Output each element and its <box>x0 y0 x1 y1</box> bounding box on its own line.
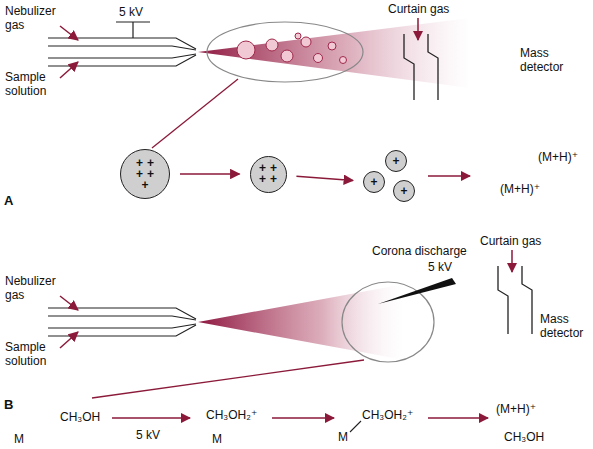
process-arrow <box>112 417 190 419</box>
annotation-label: (M+H)⁺ <box>500 182 540 196</box>
leader-line <box>92 360 364 398</box>
art-part <box>328 42 336 50</box>
art-part <box>301 37 311 47</box>
annotation-label: Sample solution <box>5 340 65 368</box>
art-part <box>281 50 293 62</box>
charged-droplet: + <box>393 180 415 202</box>
charged-droplet: + <box>385 150 407 172</box>
process-arrow <box>272 417 334 419</box>
annotation-label: Mass detector <box>540 312 592 340</box>
voltage-lead <box>116 22 150 38</box>
art-part <box>48 316 196 320</box>
charged-droplet: ++++ <box>250 156 287 193</box>
charge-sign: + <box>145 169 156 180</box>
art-part <box>48 55 196 66</box>
process-arrow <box>180 173 240 175</box>
charged-droplet: +++++ <box>120 149 170 199</box>
curtain-plate <box>404 34 438 100</box>
process-arrow <box>296 176 353 180</box>
annotation-label: B <box>4 398 13 412</box>
ionization-region <box>342 282 434 362</box>
art-part <box>48 325 196 336</box>
charge-sign: + <box>134 169 145 180</box>
charge-group: + <box>397 186 411 197</box>
annotation-label: Nebulizer gas <box>5 274 67 302</box>
charge-sign: + <box>145 158 156 169</box>
annotation-label: CH₃OH₂⁺ <box>206 408 257 422</box>
charge-group: + <box>367 177 381 188</box>
annotation-label: (M+H)⁺ <box>496 402 536 416</box>
charge-group: +++++ <box>129 158 161 191</box>
curtain-arrow <box>511 250 513 272</box>
annotation-label: CH₃OH <box>60 410 100 424</box>
annotation-label: Curtain gas <box>480 234 541 248</box>
annotation-label: Sample solution <box>5 70 65 98</box>
charge-sign: + <box>390 156 401 167</box>
charge-group: ++++ <box>256 163 280 185</box>
art-part <box>404 34 414 100</box>
annotation-label: CH₃OH <box>504 430 544 444</box>
charge-sign: + <box>398 186 409 197</box>
gas-arrow <box>60 296 78 310</box>
annotation-label: 5 kV <box>136 428 160 442</box>
art-part <box>314 54 323 63</box>
charge-sign: + <box>257 163 268 174</box>
art-part <box>498 266 508 334</box>
annotation-label: M <box>338 430 348 444</box>
charge-sign: + <box>268 163 279 174</box>
charge-sign: + <box>139 180 150 191</box>
art-part <box>48 324 196 328</box>
process-arrow <box>428 175 470 177</box>
charged-droplet: + <box>363 171 385 193</box>
spray-region <box>207 22 363 82</box>
art-part <box>48 54 196 58</box>
curtain-arrow <box>417 18 419 40</box>
annotation-label: A <box>4 194 13 208</box>
annotation-label: M <box>212 432 222 446</box>
spray-plume <box>198 284 405 360</box>
annotation-label: Mass detector <box>520 46 580 74</box>
sample-arrow <box>60 62 78 78</box>
gas-arrow <box>60 26 78 40</box>
nebulizer-needle <box>48 308 196 336</box>
annotation-label: Corona discharge <box>372 244 467 258</box>
art-part <box>340 57 347 64</box>
charge-group: + <box>389 156 403 167</box>
art-part <box>266 39 278 51</box>
annotation-label: Curtain gas <box>388 2 449 16</box>
art-part <box>48 308 196 319</box>
charge-sign: + <box>134 158 145 169</box>
corona-needle <box>378 278 456 304</box>
art-part <box>48 46 196 50</box>
leader-line <box>152 79 238 148</box>
charge-sign: + <box>268 174 279 185</box>
annotation-label: (M+H)⁺ <box>538 150 578 164</box>
process-arrow <box>428 417 488 419</box>
annotation-label: 5 kV <box>119 5 143 19</box>
art-part <box>522 266 532 334</box>
adduct-bond <box>350 421 361 432</box>
art-part <box>428 34 438 100</box>
charge-sign: + <box>257 174 268 185</box>
annotation-label: CH₃OH₂⁺ <box>362 408 413 422</box>
nebulizer-needle <box>48 38 196 66</box>
art-part <box>48 38 196 49</box>
charge-sign: + <box>368 177 379 188</box>
annotation-label: 5 kV <box>428 260 452 274</box>
sample-arrow <box>60 332 78 348</box>
droplets <box>237 33 347 64</box>
art-part <box>295 33 301 39</box>
art-part <box>237 41 255 59</box>
annotation-label: M <box>14 432 24 446</box>
esi-source <box>48 18 470 176</box>
annotation-label: Nebulizer gas <box>5 4 67 32</box>
apci-source <box>48 250 532 432</box>
curtain-plate <box>498 266 532 334</box>
